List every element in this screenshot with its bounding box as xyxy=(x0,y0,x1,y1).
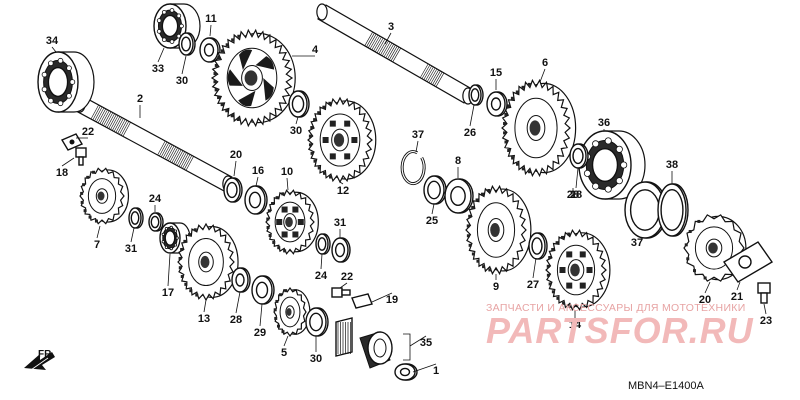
part-label-37: 37 xyxy=(631,237,643,249)
part-label-22: 22 xyxy=(82,126,94,138)
bushing-15 xyxy=(486,91,508,117)
washer-25 xyxy=(423,175,447,205)
washer-30-top xyxy=(178,32,196,56)
part-label-30: 30 xyxy=(310,353,322,365)
part-label-14: 14 xyxy=(569,319,582,331)
circlip-37 xyxy=(400,150,426,186)
gear-9 xyxy=(465,184,532,276)
front-arrow-icon xyxy=(24,352,55,373)
part-label-16: 16 xyxy=(252,165,264,177)
plate-hole xyxy=(738,255,752,269)
bracket-35 xyxy=(403,333,411,361)
part-label-3: 3 xyxy=(388,21,394,33)
part-label-9: 9 xyxy=(493,281,499,293)
part-label-28: 28 xyxy=(230,314,242,326)
part-label-29: 29 xyxy=(254,327,266,339)
part-label-31: 31 xyxy=(334,217,346,229)
part-label-26: 26 xyxy=(464,127,476,139)
part-label-34: 34 xyxy=(46,35,59,47)
part-label-30: 30 xyxy=(176,75,188,87)
part-label-17: 17 xyxy=(162,287,174,299)
needle-bearing-35 xyxy=(335,317,353,357)
washer-27 xyxy=(528,232,548,260)
part-label-18: 18 xyxy=(56,167,68,179)
watermark: ЗАПЧАСТИ И АКСЕССУАРЫ ДЛЯ МОТОТЕХНИКИ PA… xyxy=(486,302,796,352)
part-label-12: 12 xyxy=(337,185,349,197)
washer-28-center xyxy=(223,177,243,203)
part-label-36: 36 xyxy=(598,117,610,129)
part-label-8: 8 xyxy=(455,155,461,167)
washer-38 xyxy=(657,183,689,237)
front-direction-label: FR. xyxy=(38,349,55,360)
part-label-24: 24 xyxy=(149,193,162,205)
gear-10 xyxy=(265,189,319,255)
bearing-36 xyxy=(578,130,646,200)
part-label-1: 1 xyxy=(433,365,439,377)
bushing-29 xyxy=(251,275,275,305)
part-label-21: 21 xyxy=(731,291,743,303)
washer-26-top xyxy=(468,84,484,106)
part-label-7: 7 xyxy=(94,239,100,251)
part-label-13: 13 xyxy=(198,313,210,325)
part-label-4: 4 xyxy=(312,44,319,56)
gear-12 xyxy=(307,96,377,184)
part-label-25: 25 xyxy=(426,215,438,227)
watermark-brand: PARTSFOR.RU xyxy=(486,310,754,351)
washer-31-left xyxy=(128,207,144,229)
part-label-23: 23 xyxy=(760,315,772,327)
part-label-22: 22 xyxy=(341,271,353,283)
washer-28-right xyxy=(569,143,589,169)
part-label-31: 31 xyxy=(125,243,137,255)
bushing-16 xyxy=(244,185,268,215)
gear-4 xyxy=(210,28,296,128)
collar-35 xyxy=(359,331,393,369)
part-label-2: 2 xyxy=(137,93,143,105)
part-label-35: 35 xyxy=(420,337,432,349)
bolt-18 xyxy=(75,147,87,166)
part-label-5: 5 xyxy=(281,347,287,359)
gear-6 xyxy=(501,78,577,178)
bolt-22-center xyxy=(331,287,351,298)
gear-7 xyxy=(79,167,130,225)
washer-28-bottom xyxy=(231,267,251,293)
washer-31-center xyxy=(331,237,351,263)
watermark-tagline: ЗАПЧАСТИ И АКСЕССУАРЫ ДЛЯ МОТОТЕХНИКИ xyxy=(486,302,746,314)
part-label-30: 30 xyxy=(290,125,302,137)
washer-24-left xyxy=(148,212,164,232)
part-label-11: 11 xyxy=(205,13,217,25)
part-label-15: 15 xyxy=(490,67,502,79)
part-label-24: 24 xyxy=(315,270,328,282)
part-label-10: 10 xyxy=(281,166,293,178)
pin-19 xyxy=(351,293,373,309)
washer-30-mid xyxy=(288,90,310,118)
part-label-6: 6 xyxy=(542,57,548,69)
part-label-20: 20 xyxy=(230,149,242,161)
part-label-38: 38 xyxy=(666,159,678,171)
washer-30-bottom xyxy=(305,307,329,337)
needle-bearing-17 xyxy=(159,222,191,254)
washer-24-center xyxy=(315,233,331,255)
gear-5 xyxy=(273,286,311,338)
bushing-8 xyxy=(444,178,474,214)
part-label-20: 20 xyxy=(699,294,711,306)
part-label-27: 27 xyxy=(527,279,539,291)
collar-11 xyxy=(199,37,221,63)
part-label-37: 37 xyxy=(412,129,424,141)
bolt-23 xyxy=(757,282,771,304)
part-label-19: 19 xyxy=(386,294,398,306)
gear-13 xyxy=(177,222,239,302)
washer-1 xyxy=(394,363,418,381)
mainshaft-3 xyxy=(316,3,474,105)
part-label-33: 33 xyxy=(152,63,164,75)
diagram-code: MBN4–E1400A xyxy=(628,380,704,392)
bearing-34 xyxy=(37,51,95,113)
gear-14 xyxy=(545,229,611,311)
